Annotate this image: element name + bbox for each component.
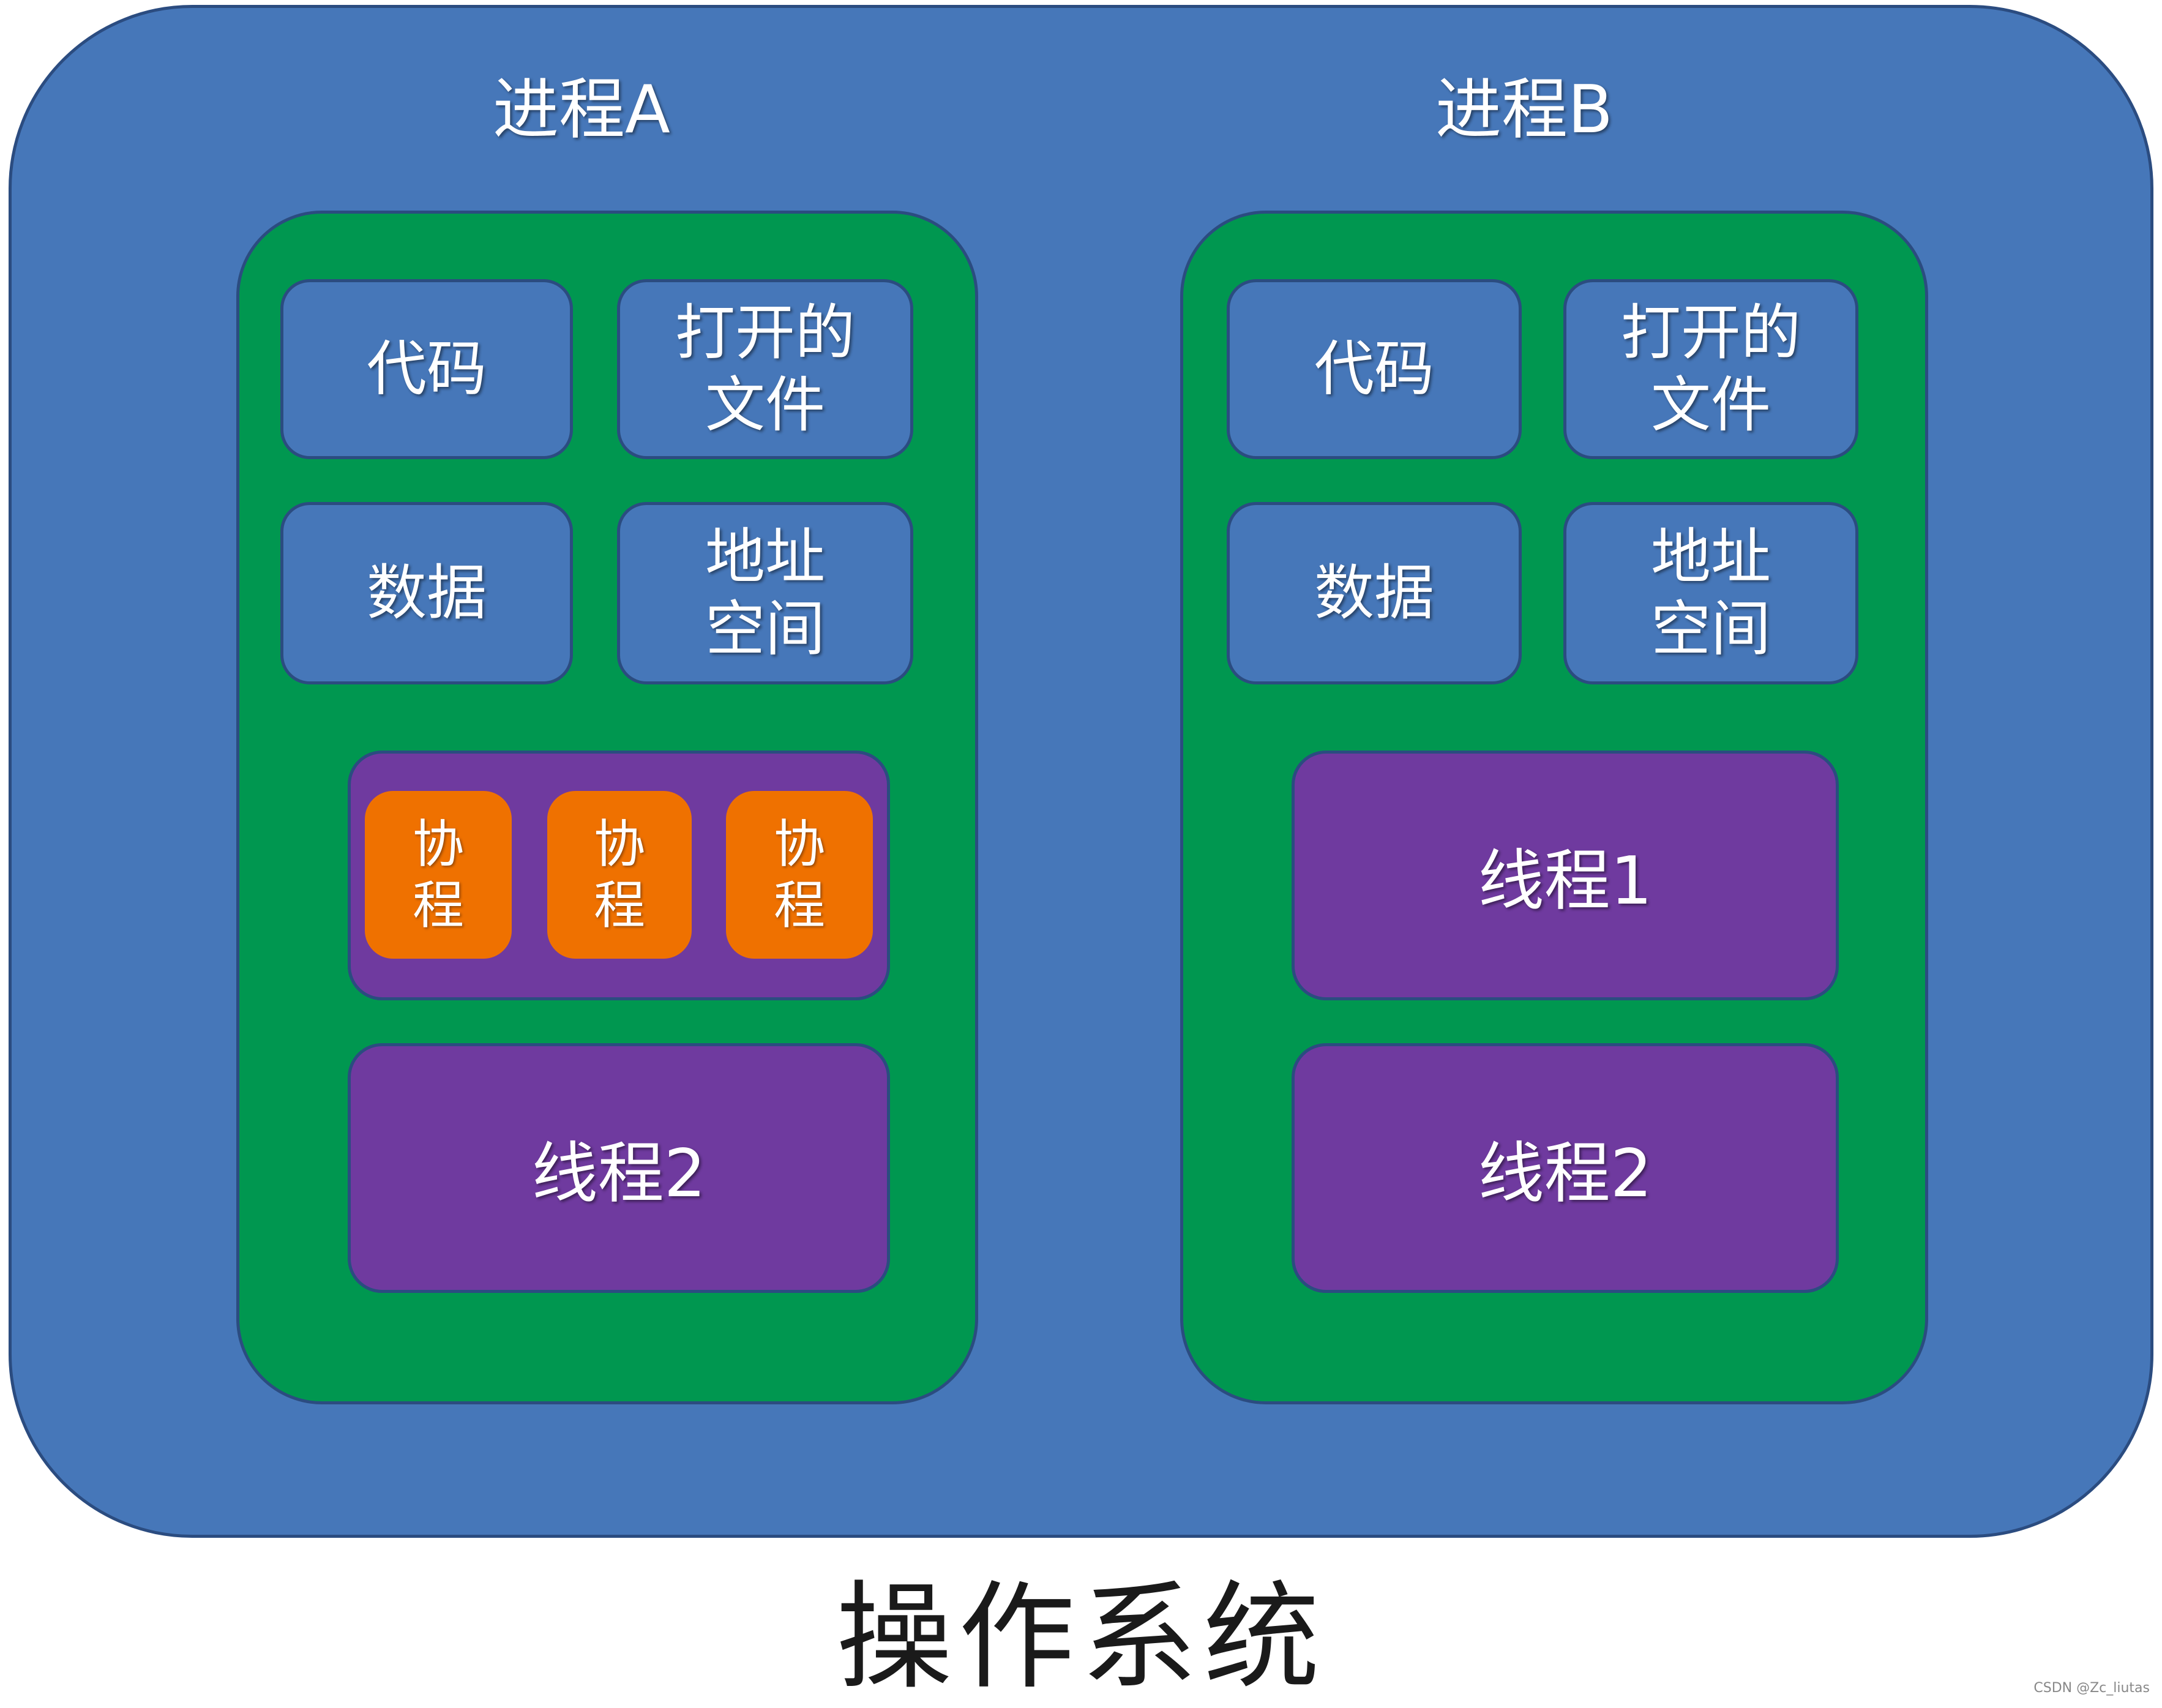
process-a-thread-2: 线程2 [348, 1043, 890, 1293]
process-a-address-space: 地址 空间 [617, 502, 913, 684]
process-b-thread-1: 线程1 [1292, 751, 1839, 1000]
process-a-open-files: 打开的 文件 [617, 279, 913, 459]
watermark: CSDN @Zc_liutas [2033, 1680, 2150, 1696]
process-b-code: 代码 [1227, 279, 1522, 459]
process-b-title: 进程B [1435, 72, 1614, 148]
process-b-thread-2: 线程2 [1292, 1043, 1839, 1293]
coroutine-2: 协 程 [547, 791, 692, 959]
process-a-data: 数据 [280, 502, 573, 684]
process-b-address-space: 地址 空间 [1563, 502, 1858, 684]
coroutine-1: 协 程 [365, 791, 512, 959]
process-a-title: 进程A [493, 72, 670, 148]
process-b-data: 数据 [1227, 502, 1522, 684]
coroutine-3: 协 程 [726, 791, 873, 959]
process-a-code: 代码 [280, 279, 573, 459]
process-b-open-files: 打开的 文件 [1563, 279, 1858, 459]
os-label: 操作系统 [836, 1570, 1326, 1705]
